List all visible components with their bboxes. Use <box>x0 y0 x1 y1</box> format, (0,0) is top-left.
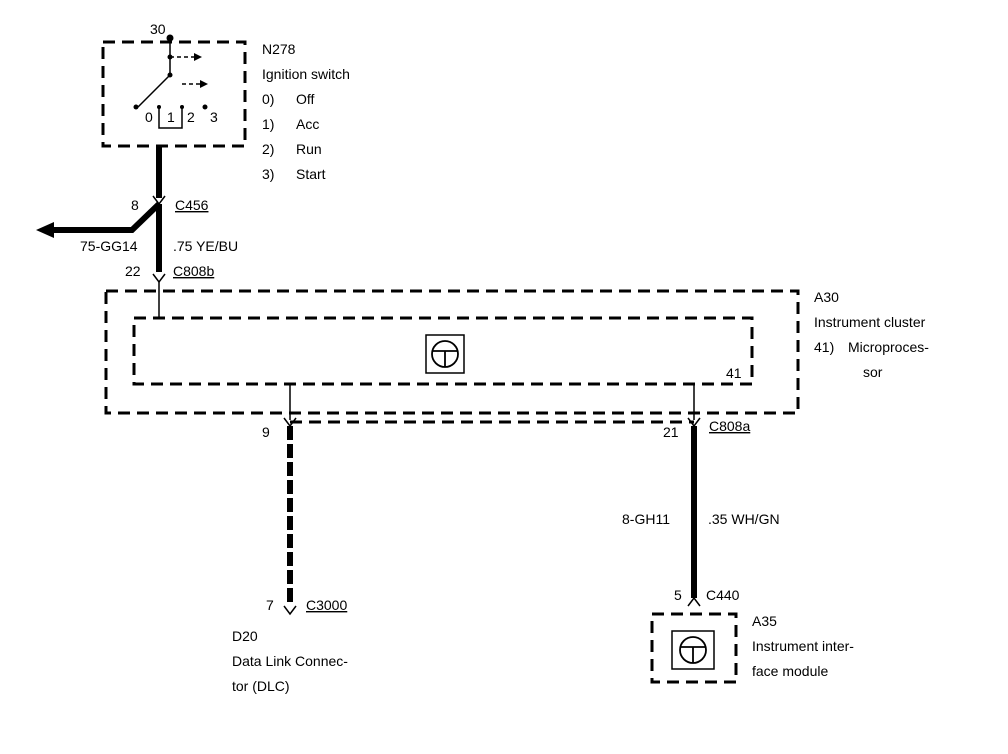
instrument-cluster: 41 A30 Instrument cluster 41) Microproce… <box>104 289 929 415</box>
arrowhead-2-icon <box>200 80 208 88</box>
switch-position-3: 3 <box>210 109 218 125</box>
mode-0-num: 0) <box>262 91 274 107</box>
c808a-left-pin: 9 <box>262 424 270 440</box>
branch-wire-spec: .75 YE/BU <box>173 238 238 254</box>
right-wire-code: 8-GH11 <box>622 511 670 527</box>
microprocessor-pin-label: 41 <box>726 365 742 381</box>
interface-module-symbol-box <box>671 630 715 670</box>
ignition-switch: 30 0 1 2 3 N278 Ignition switch 0) Off 1… <box>101 21 350 182</box>
branch-wire-code: 75-GG14 <box>80 238 138 254</box>
switch-bridge-line <box>158 107 183 129</box>
mode-1-label: Acc <box>296 116 319 132</box>
mode-3-label: Start <box>296 166 326 182</box>
c808b-connector-icon <box>152 273 166 284</box>
mode-0-label: Off <box>296 91 315 107</box>
switch-position-1: 1 <box>167 109 175 125</box>
dlc-name-1: Data Link Connec- <box>232 653 348 669</box>
branch-arrow-icon <box>36 222 54 238</box>
interface-module: A35 Instrument inter- face module <box>650 612 854 684</box>
c440-connector-icon <box>687 596 701 607</box>
interface-module-ref: A35 <box>752 613 777 629</box>
c440-label: C440 <box>706 587 740 603</box>
switch-blade <box>137 74 171 108</box>
c808b-label: C808b <box>173 263 214 279</box>
c3000-label: C3000 <box>306 597 347 613</box>
mode-3-num: 3) <box>262 166 274 182</box>
interface-module-outline <box>650 612 738 684</box>
microprocessor-num: 41) <box>814 339 834 355</box>
cluster-ref: A30 <box>814 289 839 305</box>
ignition-switch-ref: N278 <box>262 41 296 57</box>
mode-2-num: 2) <box>262 141 274 157</box>
microprocessor-name-1: Microproces- <box>848 339 929 355</box>
microprocessor-symbol-box <box>425 334 465 374</box>
arrowhead-1-icon <box>194 53 202 61</box>
branch-wire <box>52 201 162 233</box>
c808a-label: C808a <box>709 418 750 434</box>
switch-position-2: 2 <box>187 109 195 125</box>
interface-module-name-2: face module <box>752 663 828 679</box>
microprocessor-name-2: sor <box>863 364 883 380</box>
microprocessor-outline <box>132 316 754 386</box>
cluster-name: Instrument cluster <box>814 314 926 330</box>
c808b-pin: 22 <box>125 263 141 279</box>
ignition-switch-name: Ignition switch <box>262 66 350 82</box>
mode-1-num: 1) <box>262 116 274 132</box>
microprocessor-icon-glyph <box>433 350 457 367</box>
mode-2-label: Run <box>296 141 322 157</box>
ignition-switch-outline <box>101 40 247 148</box>
c456-pin: 8 <box>131 197 139 213</box>
dlc-ref: D20 <box>232 628 258 644</box>
switch-pos-3-dot <box>202 104 208 110</box>
instrument-cluster-outline <box>104 289 800 415</box>
right-wire-spec: .35 WH/GN <box>708 511 780 527</box>
dlc-name-2: tor (DLC) <box>232 678 290 694</box>
c3000-pin: 7 <box>266 597 274 613</box>
switch-pin-30: 30 <box>150 21 166 37</box>
c808a-right-pin: 21 <box>663 424 679 440</box>
c3000-connector-icon <box>283 605 297 616</box>
switch-position-0: 0 <box>145 109 153 125</box>
interface-module-name-1: Instrument inter- <box>752 638 854 654</box>
c440-pin: 5 <box>674 587 682 603</box>
switch-pivot <box>133 104 139 110</box>
interface-module-icon-glyph <box>681 646 705 663</box>
c456-label: C456 <box>175 197 209 213</box>
